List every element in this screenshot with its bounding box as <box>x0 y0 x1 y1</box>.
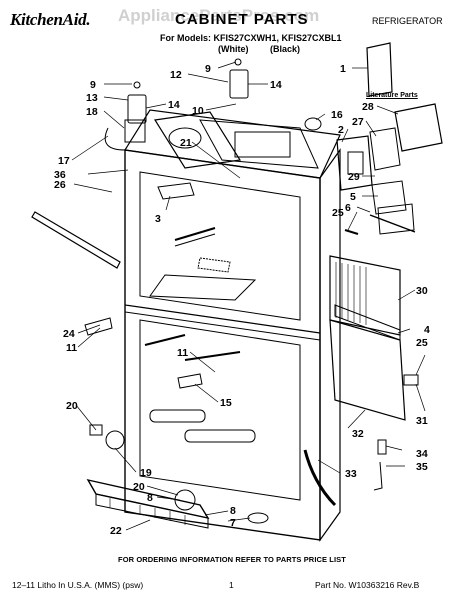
callout: 33 <box>345 468 357 480</box>
callout: 6 <box>345 202 351 214</box>
callout: 28 <box>362 101 374 113</box>
models-line: For Models: KFIS27CXWH1, KFIS27CXBL1 <box>160 33 342 43</box>
callout: 7 <box>230 517 236 529</box>
callout: 20 <box>133 481 145 493</box>
callout: 19 <box>140 467 152 479</box>
callout: 18 <box>86 106 98 118</box>
callout: 29 <box>348 171 360 183</box>
callout: 36 <box>54 169 66 181</box>
callout: 14 <box>168 99 180 111</box>
callout: 25 <box>416 337 428 349</box>
toe-grille-panel <box>329 319 406 421</box>
callout: 21 <box>180 137 192 149</box>
callout: 25 <box>332 207 344 219</box>
callout: 24 <box>63 328 75 340</box>
cabinet-right-side <box>319 148 341 542</box>
callout: 22 <box>110 525 122 537</box>
freezer-liner <box>139 319 301 501</box>
page-title: CABINET PARTS <box>175 11 309 28</box>
callout: 16 <box>331 109 343 121</box>
callout: 4 <box>424 324 430 336</box>
callout: 17 <box>58 155 70 167</box>
callout: 15 <box>220 397 232 409</box>
cabinet-body <box>124 149 321 541</box>
callout: 30 <box>416 285 428 297</box>
callout: 12 <box>170 69 182 81</box>
ordering-note: FOR ORDERING INFORMATION REFER TO PARTS … <box>118 555 346 564</box>
footer-litho: 12–11 Litho In U.S.A. (MMS) (psw) <box>12 580 144 590</box>
callout: 31 <box>416 415 428 427</box>
callout: 11 <box>66 342 77 354</box>
callout: 32 <box>352 428 364 440</box>
footer-page-number: 1 <box>229 580 234 590</box>
callout: 8 <box>230 505 236 517</box>
callout: 8 <box>147 492 153 504</box>
callout: 10 <box>192 105 204 117</box>
watermark: AppliancePartsPros.com <box>118 6 320 25</box>
callout: 3 <box>155 213 161 225</box>
callout: 11 <box>177 347 188 359</box>
variant-white-label: (White) <box>218 44 249 54</box>
callout: 9 <box>90 79 96 91</box>
callout: 13 <box>86 92 98 104</box>
callout-labels: 1 9 9 12 14 13 14 10 18 16 28 27 2 21 17… <box>54 63 430 537</box>
callout: 26 <box>54 179 66 191</box>
callout: 27 <box>352 116 364 128</box>
callout: 2 <box>338 124 344 136</box>
callout: 1 <box>340 63 346 75</box>
literature-parts-label: Literature Parts <box>366 92 418 99</box>
callout: 14 <box>270 79 282 91</box>
variant-black-label: (Black) <box>270 44 301 54</box>
callout: 34 <box>416 448 428 460</box>
brand-logo: KitchenAid. <box>10 10 91 29</box>
callout: 9 <box>205 63 211 75</box>
callout: 20 <box>66 400 78 412</box>
literature-booklet <box>366 42 393 97</box>
callout: 5 <box>350 191 356 203</box>
fresh-food-liner <box>139 171 301 321</box>
category-label: REFRIGERATOR <box>372 16 443 26</box>
callout: 35 <box>416 461 428 473</box>
footer-part-number: Part No. W10363216 Rev.B <box>315 580 420 590</box>
